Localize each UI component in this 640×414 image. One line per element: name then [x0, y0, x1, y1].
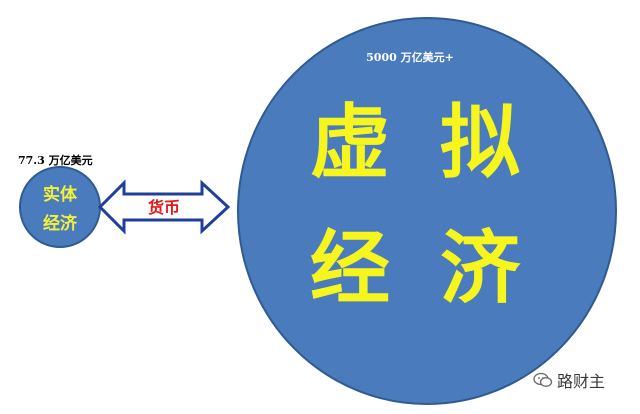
small-circle-value-label: 77.3 万亿美元: [18, 153, 93, 167]
big-circle: [237, 17, 617, 405]
big-circle-char-4: 济: [440, 221, 521, 315]
small-circle: [19, 166, 101, 248]
big-circle-char-2: 拟: [440, 95, 520, 189]
big-circle-char-3: 经: [310, 221, 390, 315]
big-circle-char-1: 虚: [310, 95, 390, 189]
big-circle-value-label: 5000 万亿美元+: [366, 50, 454, 64]
watermark: 路财主: [533, 368, 605, 392]
double-arrow: [97, 179, 231, 235]
wechat-icon: [533, 372, 553, 388]
watermark-text: 路财主: [557, 372, 606, 391]
arrow-label: 货币: [148, 198, 180, 217]
small-circle-text-line1: 实体: [43, 184, 78, 205]
small-circle-text-line2: 经济: [43, 213, 78, 234]
